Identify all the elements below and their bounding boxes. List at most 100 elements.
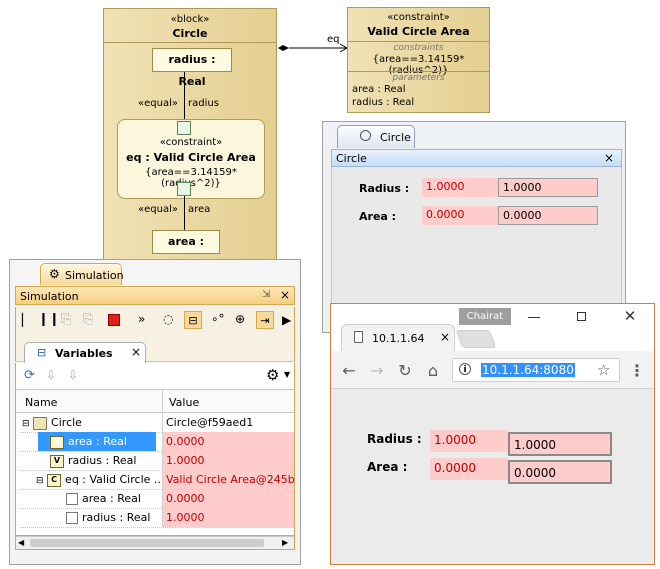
area-label: Area : [367, 460, 408, 474]
constraint-expression: {area==3.14159*(radius^2)} [145, 167, 237, 189]
value-property-icon: V [50, 454, 64, 468]
forward-icon[interactable]: → [370, 360, 384, 380]
animation-icon[interactable]: ◌ [163, 312, 174, 326]
constraint-property[interactable]: «constraint» eq : Valid Circle Area {are… [117, 119, 265, 199]
area-part[interactable]: area : Real [152, 230, 220, 270]
parameter-area: area : Real [352, 84, 406, 95]
radius-label: radius [188, 98, 219, 109]
minimize-button[interactable] [525, 310, 543, 324]
step-back-icon[interactable]: ▏ [22, 313, 32, 327]
constraint-block[interactable]: «constraint» Valid Circle Area constrain… [347, 7, 490, 113]
settings-icon[interactable]: ⚙ [266, 366, 280, 384]
radius-input[interactable]: 1.0000 [508, 432, 612, 456]
column-header-name[interactable]: Name [25, 396, 58, 409]
scroll-left-icon[interactable]: ◀ [18, 538, 25, 547]
simulation-toolbar: ▏ ❙❙ ⎘ ⎘ » ◌ ⊟ ∘° ⊕ ⇥ ▶ [15, 307, 295, 335]
radius-port[interactable] [177, 121, 191, 135]
close-tab-icon[interactable]: × [440, 330, 451, 344]
address-bar[interactable]: i 10.1.1.64:8080 ☆ [452, 358, 620, 382]
block-stereotype: «block» [170, 14, 210, 25]
constraint-block-stereotype: «constraint» [387, 12, 450, 23]
horizontal-scrollbar[interactable]: ◀ ▶ [15, 536, 295, 550]
circle-titlebar: Circle × [331, 149, 622, 167]
close-icon[interactable]: × [131, 345, 142, 359]
area-input[interactable]: 0.0000 [508, 460, 612, 484]
browser-tab[interactable]: 10.1.1.64 × [341, 324, 455, 352]
row-value[interactable]: Valid Circle Area@245b5bc [162, 470, 294, 489]
chevron-down-icon[interactable]: ▼ [284, 370, 291, 379]
collapse-icon[interactable]: ⊟ [22, 419, 30, 429]
equal-label-radius: «equal» [138, 98, 178, 109]
row-label: eq : Valid Circle ... [65, 473, 165, 486]
table-row[interactable]: radius : Real 1.0000 [20, 508, 294, 528]
row-label: area : Real [82, 492, 141, 505]
row-value[interactable]: Circle@f59aed1 [162, 413, 294, 432]
close-button[interactable]: ✕ [623, 307, 637, 325]
info-icon[interactable]: i [459, 363, 471, 375]
url-text[interactable]: 10.1.1.64:8080 [481, 363, 575, 377]
row-value[interactable]: 0.0000 [162, 432, 294, 451]
area-input[interactable]: 0.0000 [498, 206, 598, 225]
export-icon[interactable]: ⇥ [256, 311, 274, 329]
back-icon[interactable]: ← [342, 360, 356, 380]
maximize-button[interactable] [573, 310, 591, 324]
skip-icon[interactable]: » [138, 312, 146, 326]
parameter-icon [66, 493, 78, 505]
menu-icon[interactable]: ⋮ [629, 360, 645, 380]
step-into-icon[interactable]: ⎘ [61, 312, 72, 327]
simulation-tab[interactable]: ⚙ Simulation [40, 263, 124, 285]
row-value[interactable]: 0.0000 [162, 489, 294, 508]
close-icon[interactable]: × [280, 288, 291, 302]
association-label: eq [327, 34, 340, 45]
table-row[interactable]: area : Real 0.0000 [20, 489, 294, 509]
export-values-icon[interactable]: ⇩ [68, 368, 79, 382]
reload-icon[interactable]: ↻ [398, 360, 412, 380]
row-name: area : Real [66, 489, 141, 508]
variables-tab[interactable]: ⊟ Variables × [24, 342, 146, 363]
browser-toolbar: ← → ↻ ⌂ i 10.1.1.64:8080 ☆ ⋮ [331, 351, 654, 389]
collapse-icon[interactable]: ⊟ [36, 476, 44, 486]
parameter-icon [66, 512, 78, 524]
pause-icon[interactable]: ❙❙ [38, 312, 60, 327]
refresh-icon[interactable]: ⟳ [24, 368, 35, 383]
radius-part[interactable]: radius : Real [152, 48, 232, 88]
circle-tab[interactable]: Circle [337, 125, 415, 148]
connector-line [184, 196, 185, 232]
page-icon [354, 331, 363, 343]
import-icon[interactable]: ⇩ [46, 368, 57, 382]
home-icon[interactable]: ⌂ [427, 360, 439, 380]
scrollbar-thumb[interactable] [30, 539, 264, 547]
browser-page: Radius : 1.0000 1.0000 Area : 0.0000 0.0… [331, 390, 654, 564]
table-row[interactable]: ⊟ Circle Circle@f59aed1 [20, 413, 294, 433]
breakpoint-icon[interactable]: ∘° [211, 312, 225, 326]
bookmark-star-icon[interactable]: ☆ [597, 361, 611, 379]
row-label: radius : Real [82, 511, 151, 524]
circle-panel: Radius : 1.0000 1.0000 Area : 0.0000 0.0… [331, 167, 622, 327]
area-label: area [188, 204, 211, 215]
constraint-icon: C [47, 473, 62, 487]
tree-view-icon[interactable]: ⊟ [184, 311, 202, 329]
scroll-right-icon[interactable]: ▶ [282, 538, 289, 547]
parameters-header: parameters [392, 73, 445, 83]
row-value[interactable]: 1.0000 [162, 451, 294, 470]
scroll-right-icon[interactable]: ▶ [282, 313, 292, 327]
step-over-icon[interactable]: ⎘ [83, 312, 94, 327]
simulation-tab-label: Simulation [65, 269, 124, 282]
constraint-name: eq : Valid Circle Area [126, 151, 256, 164]
stop-icon[interactable] [108, 314, 120, 326]
simulation-title: Simulation [20, 290, 79, 303]
maximize-icon [577, 312, 586, 321]
row-value[interactable]: 1.0000 [162, 508, 294, 527]
profile-badge[interactable]: Chairat [459, 308, 511, 325]
radius-input[interactable]: 1.0000 [498, 178, 598, 197]
lock-icon[interactable]: ⊕ [235, 312, 246, 326]
maximize-icon[interactable]: ⇲ [262, 289, 271, 300]
area-port[interactable] [177, 182, 191, 196]
new-tab-button[interactable] [455, 330, 497, 348]
close-icon[interactable]: × [604, 151, 615, 165]
column-header-value[interactable]: Value [169, 396, 200, 409]
